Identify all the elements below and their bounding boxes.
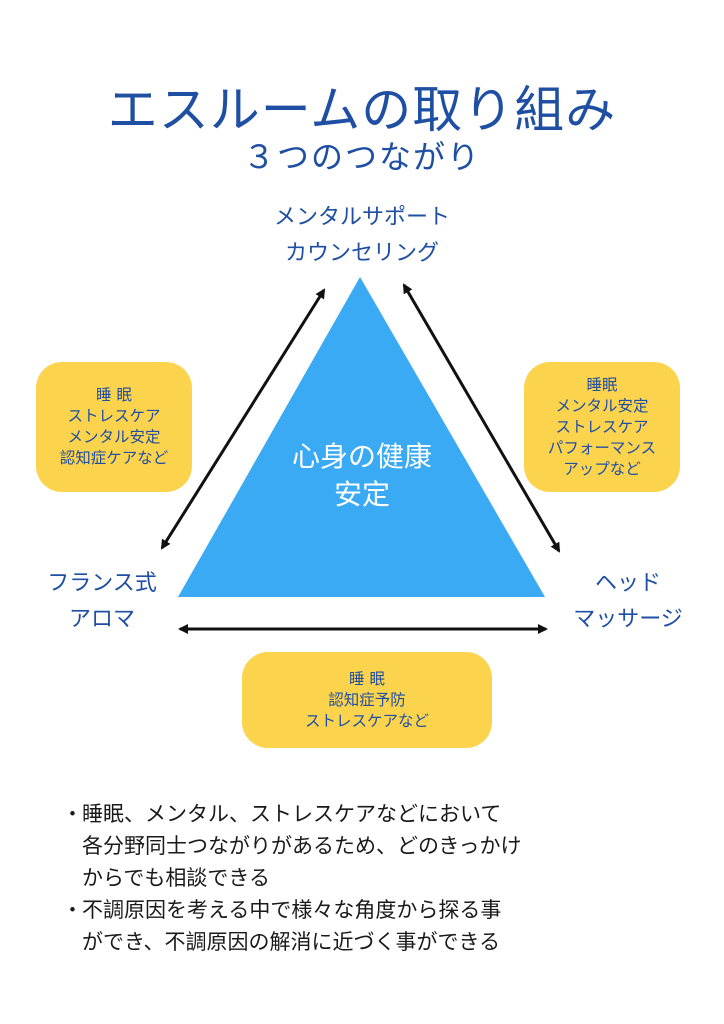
node-right-line: マッサージ bbox=[573, 607, 683, 632]
box-left-line: ストレスケア bbox=[67, 407, 161, 425]
box-right-line: メンタル安定 bbox=[555, 396, 649, 415]
arrow-top-left bbox=[160, 288, 326, 550]
center-label-line: 安定 bbox=[333, 478, 390, 511]
center-label: 心身の健康 安定 bbox=[262, 438, 462, 514]
note-bullet: ・ bbox=[62, 898, 83, 922]
note-line: 不調原因を考える中で様々な角度から探る事 bbox=[82, 898, 502, 922]
note-line: 各分野同士つながりがあるため、どのきっかけ bbox=[82, 834, 522, 858]
node-right-label: ヘッド マッサージ bbox=[548, 566, 708, 638]
note-bullet: ・ bbox=[62, 802, 83, 826]
box-bottom-benefits: 睡 眠 認知症予防 ストレスケアなど bbox=[242, 652, 492, 748]
arrow-top-right bbox=[402, 283, 561, 553]
node-top-line: メンタルサポート bbox=[273, 205, 450, 230]
node-left-line: アロマ bbox=[68, 607, 135, 632]
box-bottom-line: 認知症予防 bbox=[328, 690, 406, 709]
note-item: ・ 睡眠、メンタル、ストレスケアなどにおいて 各分野同士つながりがあるため、どの… bbox=[62, 798, 682, 894]
box-left-line: メンタル安定 bbox=[67, 428, 161, 446]
box-bottom-line: ストレスケアなど bbox=[304, 711, 429, 730]
notes-list: ・ 睡眠、メンタル、ストレスケアなどにおいて 各分野同士つながりがあるため、どの… bbox=[62, 798, 682, 958]
center-label-line: 心身の健康 bbox=[291, 440, 432, 473]
node-top-line: カウンセリング bbox=[284, 241, 439, 266]
note-line: 睡眠、メンタル、ストレスケアなどにおいて bbox=[82, 802, 502, 826]
box-right-line: アップなど bbox=[563, 459, 641, 478]
note-line: ができ、不調原因の解消に近づく事ができる bbox=[82, 930, 501, 954]
node-left-line: フランス式 bbox=[47, 571, 157, 596]
note-line: からでも相談できる bbox=[82, 866, 270, 890]
page-subtitle: ３つのつながり bbox=[242, 138, 481, 176]
box-right-line: ストレスケア bbox=[555, 417, 649, 436]
box-left-line: 認知症ケアなど bbox=[59, 449, 169, 467]
page-title: エスルームの取り組み bbox=[107, 81, 617, 139]
box-bottom-line: 睡 眠 bbox=[349, 669, 385, 688]
box-right-line: 睡眠 bbox=[586, 375, 618, 394]
box-right-line: パフォーマンス bbox=[547, 438, 657, 457]
node-top-label: メンタルサポート カウンセリング bbox=[212, 200, 512, 272]
box-left-line: 睡 眠 bbox=[96, 386, 132, 404]
box-right-benefits: 睡眠 メンタル安定 ストレスケア パフォーマンス アップなど bbox=[524, 362, 680, 492]
node-right-line: ヘッド bbox=[594, 571, 661, 596]
node-left-label: フランス式 アロマ bbox=[22, 566, 182, 638]
box-left-benefits: 睡 眠 ストレスケア メンタル安定 認知症ケアなど bbox=[36, 362, 192, 492]
note-item: ・ 不調原因を考える中で様々な角度から探る事 ができ、不調原因の解消に近づく事が… bbox=[62, 894, 682, 958]
